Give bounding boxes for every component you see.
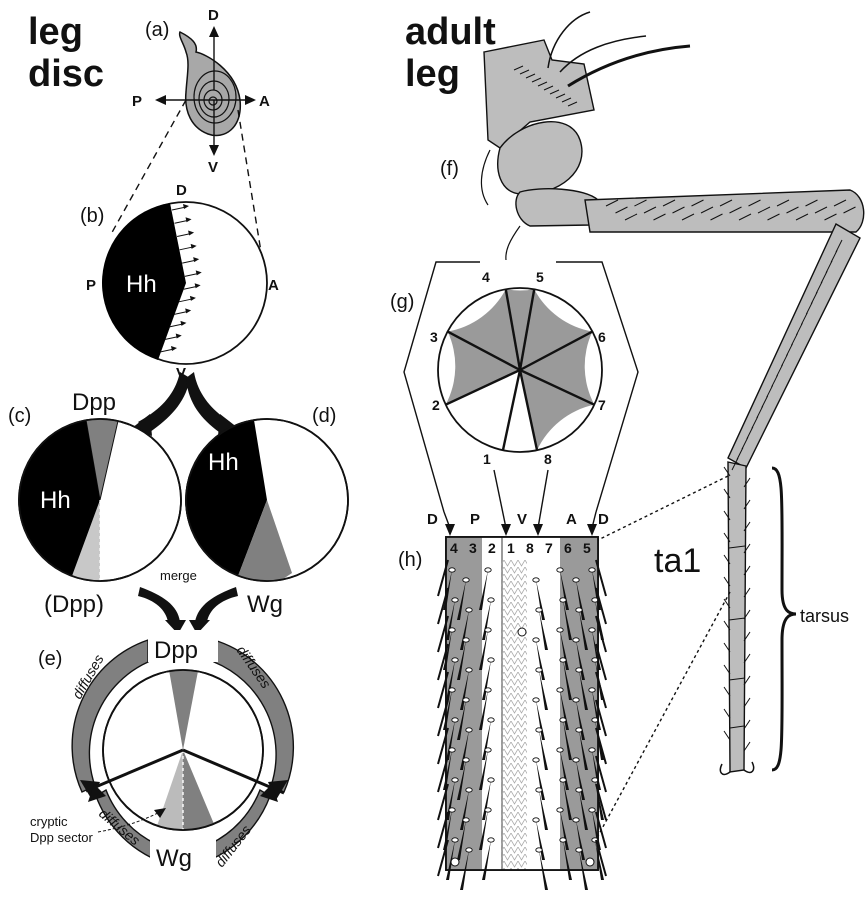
dpp-label-e: Dpp [154, 637, 198, 664]
axis-a-label: A [259, 93, 270, 110]
panel-d-label: (d) [312, 405, 336, 427]
femur [585, 190, 864, 232]
tibia [728, 224, 860, 468]
tarsus-bristle [744, 742, 750, 751]
h-axis-label: A [566, 511, 577, 528]
sector-number: 1 [483, 451, 491, 467]
dpp-label-c: Dpp [72, 389, 116, 416]
cryptic-label-1: cryptic [30, 814, 68, 829]
panel-b-label: (b) [80, 205, 104, 227]
arrow-a [245, 95, 256, 105]
heading-adult: adult [405, 11, 496, 53]
panel-e-label: (e) [38, 648, 62, 670]
h-axis-label: D [427, 511, 438, 528]
ta1-label: ta1 [654, 542, 701, 580]
axis-v-label: V [208, 159, 218, 176]
sector-wheel [438, 288, 602, 452]
merge-arrow-right [195, 587, 238, 622]
hh-label-c: Hh [40, 487, 71, 514]
h-column-number: 6 [564, 540, 572, 556]
sector-number: 7 [598, 397, 606, 413]
wg-label-e: Wg [156, 845, 192, 872]
h-column-number: 4 [450, 540, 458, 556]
sector-arrow [538, 470, 548, 528]
merge-label: merge [160, 568, 197, 583]
merge-arrow-left [138, 587, 180, 622]
sector-number: 4 [482, 269, 490, 285]
h-column-number: 3 [469, 540, 477, 556]
hh-label-b: Hh [126, 271, 157, 298]
sector-number: 5 [536, 269, 544, 285]
panel-b: (b) D P A V Hh [80, 182, 279, 382]
sector-number: 8 [544, 451, 552, 467]
h-column-number: 8 [526, 540, 534, 556]
cryptic-label-2: Dpp sector [30, 830, 94, 845]
heading-disc: disc [28, 53, 104, 95]
b-d-label: D [176, 182, 187, 199]
panel-c-label: (c) [8, 405, 31, 427]
h-column-number: 2 [488, 540, 496, 556]
h-column-number: 5 [583, 540, 591, 556]
h-column-number: 7 [545, 540, 553, 556]
heading-leg: leg [28, 11, 83, 53]
axis-p-label: P [132, 93, 142, 110]
ventral-hatch [501, 560, 527, 870]
sector-arrow [494, 470, 506, 528]
sector-number: 3 [430, 329, 438, 345]
panel-d: (d) Hh Wg [185, 405, 348, 618]
leg-disc-shape [180, 32, 241, 136]
dpp-paren-label: (Dpp) [44, 591, 104, 618]
wg-label-d: Wg [247, 591, 283, 618]
tarsus-label: tarsus [800, 606, 849, 626]
panel-g: (g) 1 2 3 4 5 6 7 8 [390, 262, 638, 536]
claw [720, 764, 730, 774]
tarsus-segments [728, 462, 746, 772]
tarsus-brace [772, 468, 796, 770]
sector-number: 6 [598, 329, 606, 345]
h-axis-label: P [470, 511, 480, 528]
panel-a-label: (a) [145, 19, 169, 41]
axis-d-label: D [208, 7, 219, 24]
arrow-p [155, 95, 166, 105]
panel-f-label: (f) [440, 158, 459, 180]
sector-number: 2 [432, 397, 440, 413]
arrow-d [209, 26, 219, 37]
panel-e: (e) Dpp Wg diffuses diffuses diffuses di… [30, 630, 293, 872]
panel-h-label: (h) [398, 549, 422, 571]
b-a-label: A [268, 277, 279, 294]
panel-g-label: (g) [390, 291, 414, 313]
hh-label-d: Hh [208, 449, 239, 476]
h-column-number: 1 [507, 540, 515, 556]
h-axis-label: V [517, 511, 527, 528]
h-axis-label: D [598, 511, 609, 528]
panel-a: (a) D V P A [132, 7, 270, 176]
arrow-v [209, 145, 219, 156]
heading-leg-2: leg [405, 53, 460, 95]
b-p-label: P [86, 277, 96, 294]
